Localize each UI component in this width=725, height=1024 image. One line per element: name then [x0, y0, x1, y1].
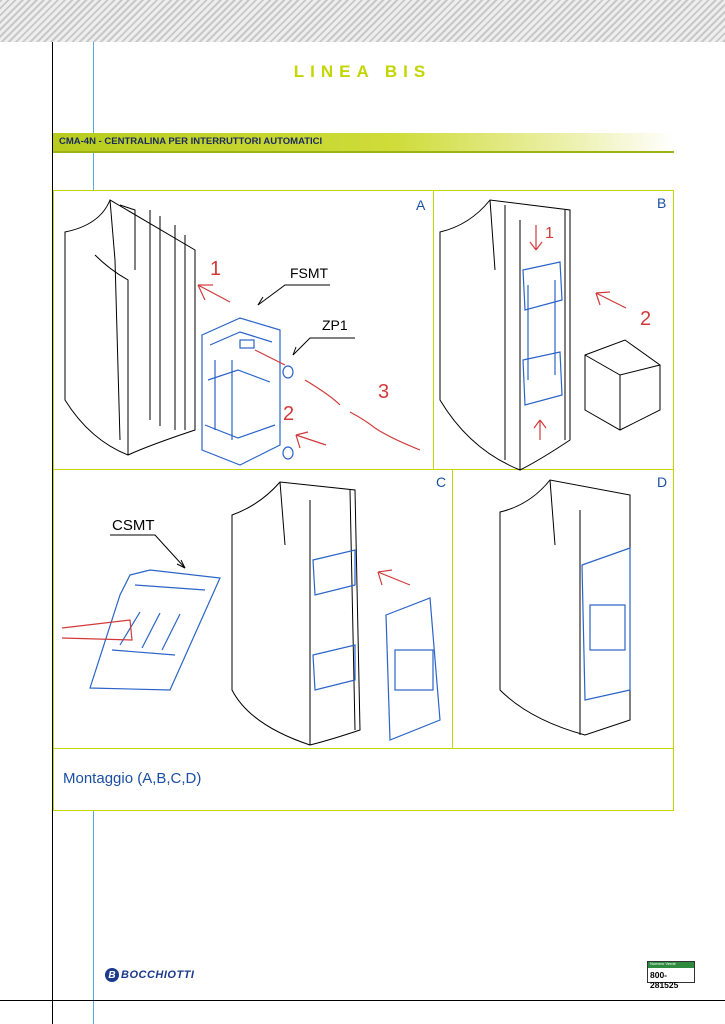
panel-d-letter: D [657, 474, 668, 490]
panel-a-label-zp1: ZP1 [322, 317, 348, 333]
header-hatch-band [0, 0, 725, 42]
brand-logo: B BOCCHIOTTI [105, 968, 194, 982]
page-title: LINEA BIS [293, 62, 432, 81]
frame-divider-horizontal-mid [53, 469, 674, 470]
left-blue-guide-upper [93, 42, 94, 190]
footer-rule [0, 1000, 725, 1001]
frame-divider-vertical-top [433, 190, 434, 469]
panel-a-step-2: 2 [283, 403, 294, 425]
panel-c-leader [110, 534, 186, 569]
panel-a-label-fsmt: FSMT [290, 265, 329, 281]
toll-free-badge: Numero Verde 800-281525 [647, 961, 695, 990]
panel-d-installed-cover [581, 547, 631, 701]
figure-frame [53, 190, 674, 811]
frame-divider-horizontal-caption [53, 748, 674, 749]
left-margin-line [52, 42, 53, 1024]
section-bar: CMA-4N - CENTRALINA PER INTERRUTTORI AUT… [53, 133, 674, 153]
panel-b-step-1: 1 [545, 225, 554, 242]
brand-mark-icon: B [105, 968, 119, 982]
panel-b-step-2: 2 [640, 308, 651, 330]
brand-wordmark: BOCCHIOTTI [121, 969, 195, 981]
toll-free-title: Numero Verde [650, 961, 676, 966]
panel-c-csmt-cover [89, 569, 221, 691]
panel-a-column-profile [64, 199, 196, 456]
panel-a-red-arrows [197, 284, 421, 451]
panel-c-red-arrows [61, 569, 411, 641]
panel-a-fsmt-frame [201, 317, 294, 466]
panel-b-letter: B [657, 195, 667, 211]
panel-a-step-3: 3 [378, 381, 389, 403]
section-bar-label: CMA-4N - CENTRALINA PER INTERRUTTORI AUT… [59, 136, 323, 147]
panel-b-blue-frame [522, 261, 563, 406]
panel-c-cover-plate [385, 597, 441, 741]
frame-divider-vertical-bottom [452, 469, 453, 748]
panel-d-column-profile [499, 479, 631, 736]
toll-free-number: 800-281525 [650, 970, 679, 990]
panel-a-letter: A [416, 197, 426, 213]
panel-a-leaders [257, 284, 355, 356]
panel-b-module-box [584, 339, 661, 431]
left-blue-guide-lower [93, 811, 94, 1024]
panel-c-label-csmt: CSMT [112, 517, 155, 534]
caption: Montaggio (A,B,C,D) [63, 770, 202, 787]
panel-b-red-arrows [529, 225, 627, 440]
panel-a-step-1: 1 [210, 258, 221, 280]
panel-c-blue-frame [312, 549, 356, 691]
panel-c-column-profile [231, 481, 361, 746]
panel-c-letter: C [436, 474, 447, 490]
panel-b-column-profile [439, 199, 571, 471]
